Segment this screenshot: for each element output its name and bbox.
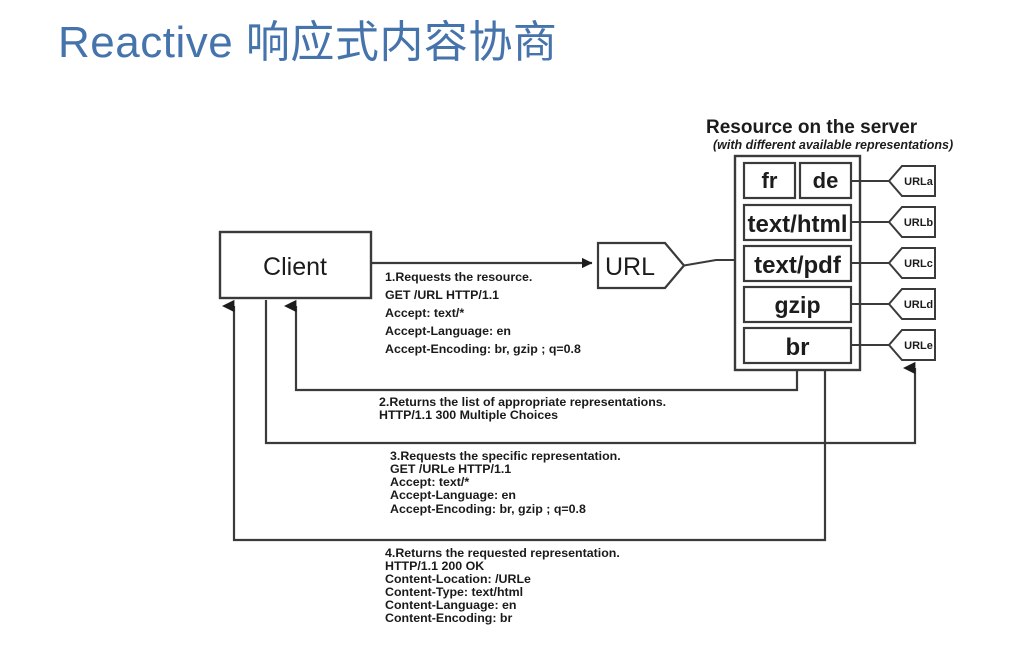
message-step4: 4.Returns the requested representation. … (385, 546, 620, 625)
url-tag-label-urlb: URLb (904, 217, 934, 229)
representation-label-br: br (786, 334, 810, 361)
representation-label-fr: fr (762, 168, 778, 193)
message-step1-line-2: GET /URL HTTP/1.1 (385, 288, 499, 302)
flow-line-step3 (264, 300, 917, 445)
url-node-label: URL (605, 253, 655, 281)
message-step2-line-2: HTTP/1.1 300 Multiple Choices (379, 408, 558, 422)
url-tag-group: URLa URLb URLc URLd URLe (851, 165, 936, 361)
page-title: Reactive 响应式内容协商 (58, 18, 558, 67)
message-step4-line-5: Content-Language: en (385, 598, 516, 612)
url-tag-shape-urld[interactable] (887, 288, 936, 320)
server-subheader: (with different available representation… (713, 138, 953, 152)
url-tag-label-urle: URLe (904, 340, 933, 352)
message-step3-line-5: Accept-Encoding: br, gzip ; q=0.8 (390, 502, 586, 516)
flow-line-step4 (222, 299, 827, 542)
message-step4-line-4: Content-Type: text/html (385, 585, 523, 599)
message-step3: 3.Requests the specific representation. … (390, 449, 621, 516)
url-node-shape[interactable] (596, 241, 686, 290)
flow-line-step2 (284, 299, 799, 392)
message-step3-line-4: Accept-Language: en (390, 488, 516, 502)
message-step1-line-3: Accept: text/* (385, 306, 464, 320)
message-step1: 1.Requests the resource. GET /URL HTTP/1… (385, 270, 581, 356)
message-step4-line-1: 4.Returns the requested representation. (385, 546, 620, 560)
server-header: Resource on the server (706, 117, 918, 138)
url-tag-shape-urlc[interactable] (887, 247, 936, 279)
message-step3-line-1: 3.Requests the specific representation. (390, 449, 621, 463)
message-step1-line-5: Accept-Encoding: br, gzip ; q=0.8 (385, 342, 581, 356)
url-tag-label-urld: URLd (904, 299, 933, 311)
message-step4-line-6: Content-Encoding: br (385, 611, 513, 625)
connector-url-to-server (683, 259, 735, 267)
message-step3-line-2: GET /URLe HTTP/1.1 (390, 462, 511, 476)
client-label: Client (263, 253, 327, 281)
representation-label-de: de (813, 168, 839, 193)
representation-label-text-pdf: text/pdf (754, 252, 842, 279)
url-tag-shape-urle[interactable] (887, 329, 936, 361)
message-step1-line-4: Accept-Language: en (385, 324, 511, 338)
url-tag-shape-urlb[interactable] (887, 206, 936, 238)
representation-box-fr[interactable] (742, 161, 797, 200)
url-tag-label-urlc: URLc (904, 258, 933, 270)
message-step4-line-2: HTTP/1.1 200 OK (385, 559, 484, 573)
representation-label-gzip: gzip (775, 292, 821, 318)
url-tag-label-urla: URLa (904, 176, 934, 188)
message-step1-line-1: 1.Requests the resource. (385, 270, 532, 284)
message-step2-line-1: 2.Returns the list of appropriate repres… (379, 395, 666, 409)
representation-label-text-html: text/html (747, 211, 847, 238)
message-step3-line-3: Accept: text/* (390, 475, 469, 489)
message-step2: 2.Returns the list of appropriate repres… (379, 395, 666, 422)
message-step4-line-3: Content-Location: /URLe (385, 572, 531, 586)
client-box[interactable] (218, 230, 373, 300)
url-tag-shape-urla[interactable] (887, 165, 936, 197)
representation-list: fr de text/html text/pdf gzip br (742, 161, 853, 365)
